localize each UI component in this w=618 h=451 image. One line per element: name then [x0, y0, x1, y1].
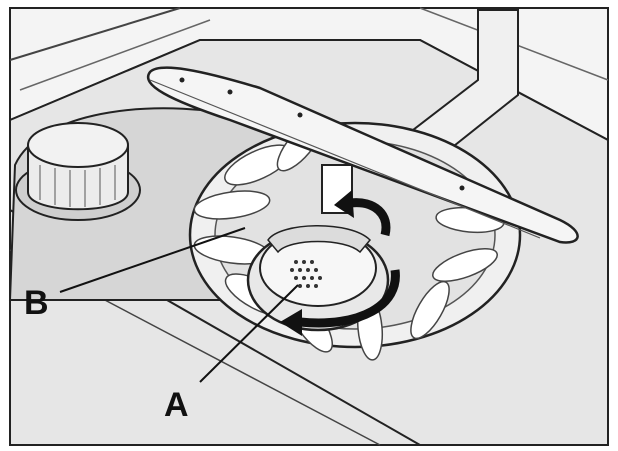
spray-arm-edge: [149, 79, 541, 239]
curved-arrow-clockwise-head-icon: [280, 309, 302, 336]
curved-arrow-counterclockwise-head-icon: [334, 190, 354, 218]
tub-side-rail-2: [19, 19, 211, 91]
leader-line-a: [199, 284, 299, 383]
leader-line-b: [59, 227, 246, 293]
curved-arrow-clockwise-icon: [299, 269, 400, 328]
callout-label-b: B: [24, 284, 49, 322]
spray-arm-nozzles: [179, 77, 465, 191]
callout-label-a: A: [164, 386, 189, 424]
dispenser-cap: [15, 122, 141, 221]
spray-arm: [147, 66, 579, 244]
curved-arrow-counterclockwise-icon: [349, 198, 391, 237]
fine-filter-a: [246, 225, 390, 332]
tub-side-rail: [9, 7, 181, 61]
